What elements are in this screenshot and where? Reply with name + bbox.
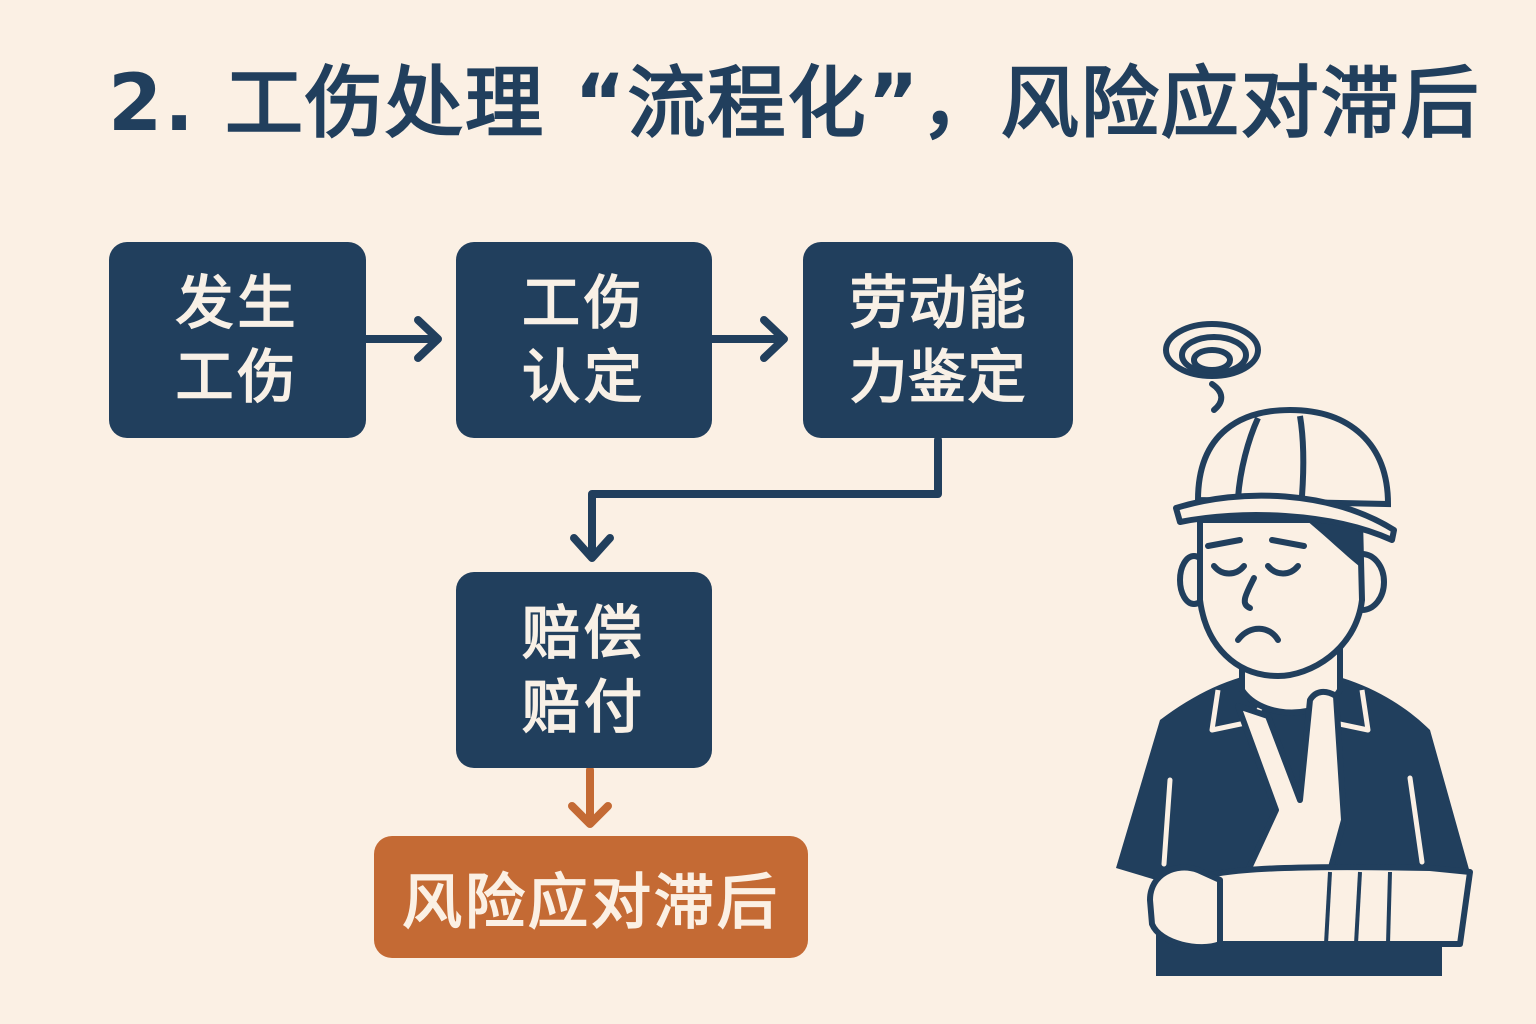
hard-hat-icon	[1173, 406, 1397, 543]
arrow-step4-to-outcome	[568, 766, 612, 828]
outcome-risk-response-lagging: 风险应对滞后	[374, 836, 808, 958]
step-label: 工伤	[521, 268, 646, 337]
step-work-ability-assessment: 劳动能 力鉴定	[803, 242, 1073, 438]
closed-eyes	[1205, 537, 1307, 643]
arrow-step1-to-step2	[362, 316, 442, 362]
step-label: 发生	[175, 268, 300, 337]
arrow-step3-to-step4	[570, 436, 942, 562]
worker-hair	[1306, 520, 1364, 570]
arrow-step2-to-step3	[708, 316, 788, 362]
cast-lines	[1324, 871, 1392, 945]
step-label: 劳动能	[849, 268, 1027, 337]
step-injury-determination: 工伤 认定	[456, 242, 712, 438]
step-label: 赔偿	[521, 598, 646, 667]
step-injury-occurs: 发生 工伤	[109, 242, 366, 438]
step-label: 力鉴定	[849, 343, 1027, 411]
step-label: 赔付	[521, 673, 646, 741]
worker-hand	[1147, 864, 1223, 950]
step-compensation: 赔偿 赔付	[456, 572, 712, 768]
sleeve-seams	[1161, 775, 1425, 867]
forearm-cast	[1193, 864, 1473, 947]
dizzy-swirl-icon	[1163, 321, 1261, 413]
page-title: 2. 工伤处理 “流程化”，风险应对滞后	[108, 59, 1481, 149]
step-label: 工伤	[175, 343, 300, 411]
outcome-label: 风险应对滞后	[402, 867, 780, 938]
step-label: 认定	[521, 343, 646, 411]
